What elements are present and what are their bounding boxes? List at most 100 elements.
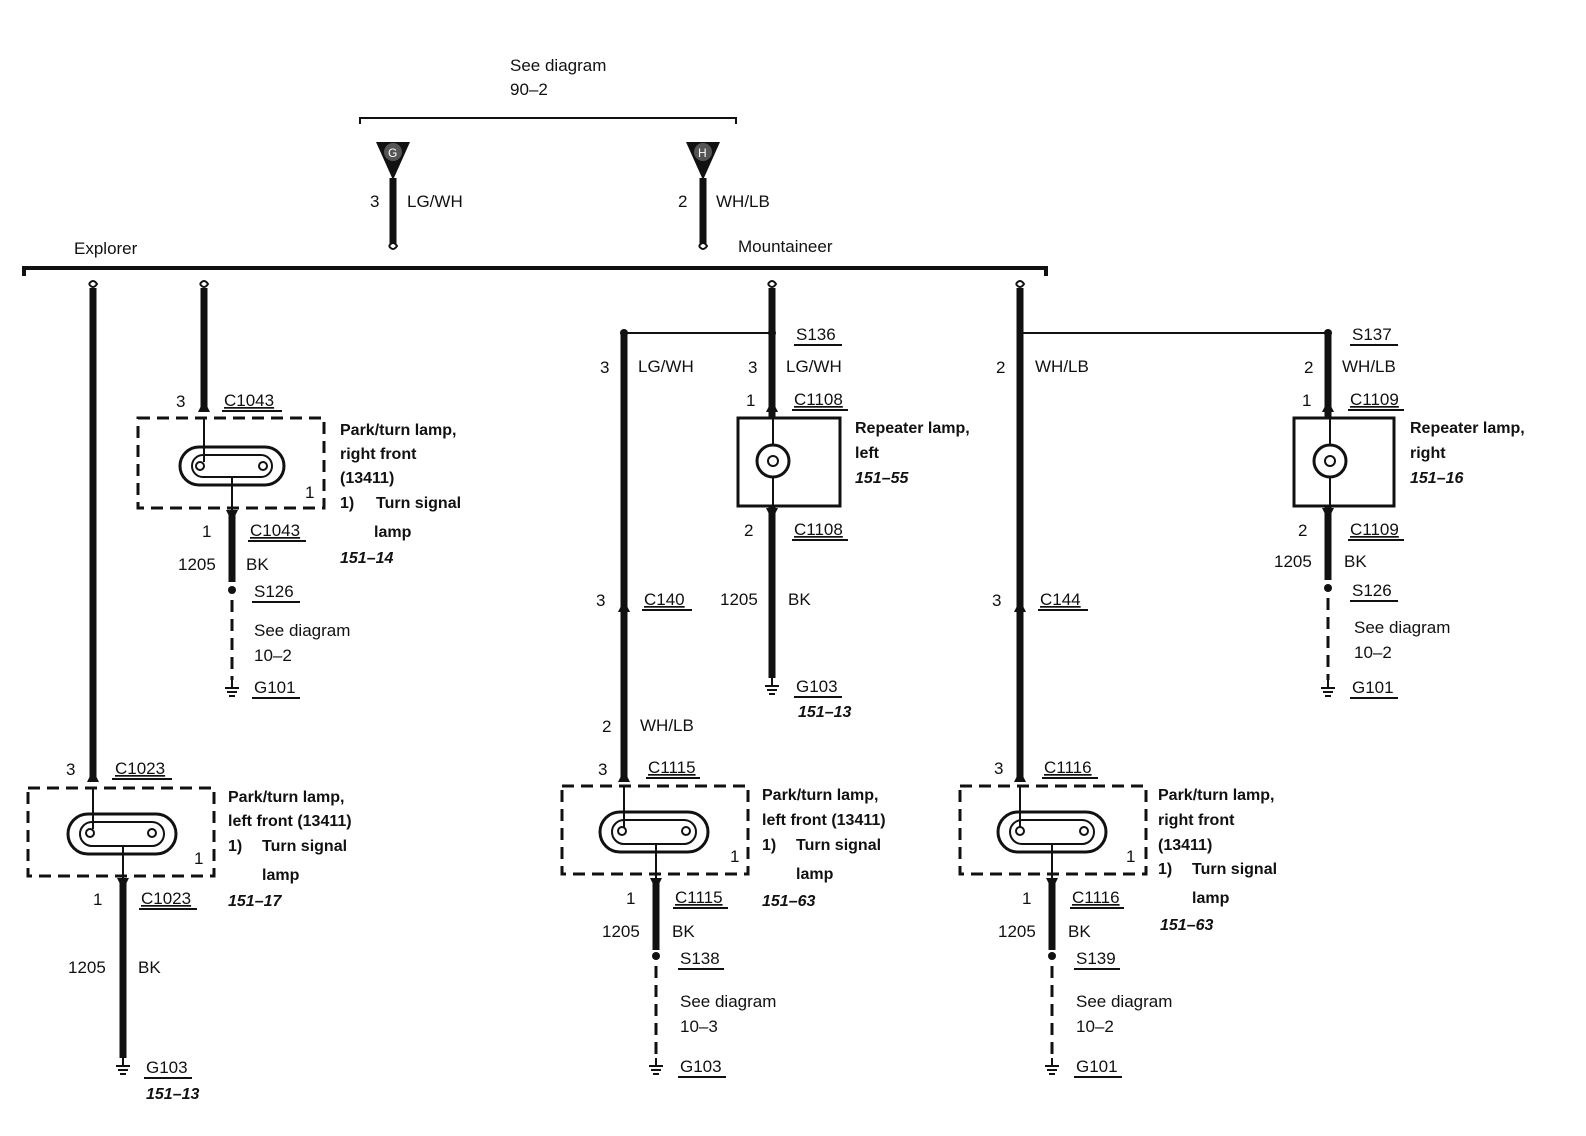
label-lf-explorer-note1: 1) (228, 838, 242, 855)
label-rep-right-circuit: 1205 (1274, 552, 1312, 571)
label-lf-explorer-ref: 151–17 (228, 893, 282, 910)
label-rf-mount-note2: Turn signal (1192, 861, 1277, 878)
explorer-label: Explorer (74, 239, 138, 258)
label-lf-explorer-ground: G103 (146, 1058, 188, 1077)
label-lf-mount-ground: G103 (680, 1057, 722, 1076)
mountaineer-label: Mountaineer (738, 237, 833, 256)
label-lf-explorer-circuit: 1205 (68, 958, 106, 977)
g-pin: 3 (370, 192, 379, 211)
label-lf-explorer-color: BK (138, 958, 161, 977)
label-rf-mount-note3: lamp (1192, 890, 1230, 907)
label-lf-explorer-title1: Park/turn lamp, (228, 789, 344, 806)
label-lf-mount-note2: Turn signal (796, 837, 881, 854)
label-lf-mount-color3: WH/LB (640, 716, 694, 735)
label-rep-right-splice: S137 (1352, 325, 1392, 344)
label-lf-mount-color1: LG/WH (638, 357, 694, 376)
label-rf-mount-title1: Park/turn lamp, (1158, 787, 1274, 804)
label-rf-explorer-bot-conn: C1043 (250, 521, 300, 540)
label-rep-right-title2: right (1410, 445, 1446, 462)
label-lf-mount-bot-conn: C1115 (675, 888, 723, 907)
label-rf-mount-bot-conn: C1116 (1072, 888, 1120, 907)
label-rep-left-pin-a: 3 (748, 358, 757, 377)
label-rf-mount-color1: WH/LB (1035, 357, 1089, 376)
label-lf-mount-title2: left front (13411) (762, 812, 886, 829)
label-lf-mount-see-ref: 10–3 (680, 1017, 718, 1036)
label-rf-mount-note1: 1) (1158, 861, 1172, 878)
label-lf-mount-circuit: 1205 (602, 922, 640, 941)
label-rf-mount-conn2: C144 (1040, 590, 1081, 609)
label-lf-mount-color: BK (672, 922, 695, 941)
label-rep-right-see: See diagram (1354, 618, 1450, 637)
label-rf-explorer-ref: 151–14 (340, 550, 393, 567)
label-lf-mount-inner-pin: 1 (730, 847, 739, 866)
h-pin: 2 (678, 192, 687, 211)
label-rf-explorer-see-ref: 10–2 (254, 646, 292, 665)
label-rep-left-ref: 151–55 (855, 470, 909, 487)
label-lf-mount-see: See diagram (680, 992, 776, 1011)
label-rep-left-title2: left (855, 445, 880, 462)
label-rf-mount-ground: G101 (1076, 1057, 1118, 1076)
label-rf-mount-splice: S139 (1076, 949, 1116, 968)
repeater-right-circuit: S137 2 WH/LB 1 C1109 Repeater lamp, righ… (1274, 325, 1525, 699)
connector-g: G 3 LG/WH (370, 142, 463, 250)
label-rep-right-color: BK (1344, 552, 1367, 571)
label-lf-explorer-note3: lamp (262, 867, 300, 884)
label-lf-mount-pin1: 3 (600, 358, 609, 377)
label-rep-right-conn-bot: C1109 (1350, 520, 1399, 539)
label-rf-explorer-see: See diagram (254, 621, 350, 640)
mountaineer-lf-lamp-circuit: 3 LG/WH 3 C140 2 WH/LB 3 C1115 1 Park/tu… (560, 333, 886, 1078)
h-color: WH/LB (716, 192, 770, 211)
label-rep-left-pin-top: 1 (746, 391, 755, 410)
vehicle-bus (22, 266, 1048, 276)
label-lf-mount-ref: 151–63 (762, 893, 815, 910)
label-rf-mount-ref: 151–63 (1160, 917, 1213, 934)
label-rep-left-title1: Repeater lamp, (855, 420, 970, 437)
mountaineer-rf-lamp-circuit: 2 WH/LB 3 C144 3 C1116 1 Park/turn lamp,… (958, 280, 1277, 1078)
label-rep-right-pin-top: 1 (1302, 391, 1311, 410)
label-rf-explorer-top-pin: 3 (176, 392, 185, 411)
label-lf-mount-conn2: C140 (644, 590, 685, 609)
label-rf-explorer-splice: S126 (254, 582, 294, 601)
explorer-rf-lamp-circuit: 3 C1043 1 Park/turn lamp, right front (1… (136, 280, 461, 699)
label-rep-right-pin-bot: 2 (1298, 521, 1307, 540)
label-rf-explorer-note3: lamp (374, 524, 412, 541)
label-rep-left-color: BK (788, 590, 811, 609)
label-rf-explorer-inner-pin: 1 (305, 483, 314, 502)
label-lf-explorer-inner-pin: 1 (194, 849, 203, 868)
label-rf-mount-title3: (13411) (1158, 837, 1212, 854)
label-rf-mount-pin2: 3 (992, 591, 1001, 610)
label-lf-mount-title1: Park/turn lamp, (762, 787, 878, 804)
label-lf-mount-top-pin: 3 (598, 760, 607, 779)
label-lf-mount-top-conn: C1115 (648, 758, 696, 777)
label-rf-mount-inner-pin: 1 (1126, 847, 1135, 866)
label-lf-explorer-ground-ref: 151–13 (146, 1086, 199, 1103)
explorer-lf-lamp-circuit: 3 C1023 1 Park/turn lamp, left front (13… (26, 280, 352, 1103)
label-rep-left-splice: S136 (796, 325, 836, 344)
label-rf-explorer-note2: Turn signal (376, 495, 461, 512)
label-rf-explorer-note1: 1) (340, 495, 354, 512)
repeater-left-circuit: S136 3 LG/WH 1 C1108 Repeater lamp, left… (720, 280, 970, 721)
label-rep-left-ground: G103 (796, 677, 838, 696)
label-rf-mount-pin1: 2 (996, 358, 1005, 377)
label-rep-left-conn-top: C1108 (794, 390, 843, 409)
label-rf-mount-see: See diagram (1076, 992, 1172, 1011)
label-rep-left-color-a: LG/WH (786, 357, 842, 376)
label-rf-mount-top-conn: C1116 (1044, 758, 1092, 777)
label-rf-mount-see-ref: 10–2 (1076, 1017, 1114, 1036)
label-lf-explorer-bot-pin: 1 (93, 890, 102, 909)
label-rf-explorer-bot-pin: 1 (202, 522, 211, 541)
label-rf-mount-circuit: 1205 (998, 922, 1036, 941)
top-reference: See diagram 90–2 (359, 56, 737, 124)
label-lf-mount-note1: 1) (762, 837, 776, 854)
top-see-text: See diagram (510, 56, 606, 75)
label-lf-explorer-bot-conn: C1023 (141, 889, 191, 908)
label-rf-mount-bot-pin: 1 (1022, 889, 1031, 908)
g-color: LG/WH (407, 192, 463, 211)
label-rf-explorer-circuit: 1205 (178, 555, 216, 574)
label-rep-left-conn-bot: C1108 (794, 520, 843, 539)
label-rep-right-pin-a: 2 (1304, 358, 1313, 377)
label-lf-mount-splice: S138 (680, 949, 720, 968)
label-rep-right-conn-top: C1109 (1350, 390, 1399, 409)
label-rep-right-color-a: WH/LB (1342, 357, 1396, 376)
